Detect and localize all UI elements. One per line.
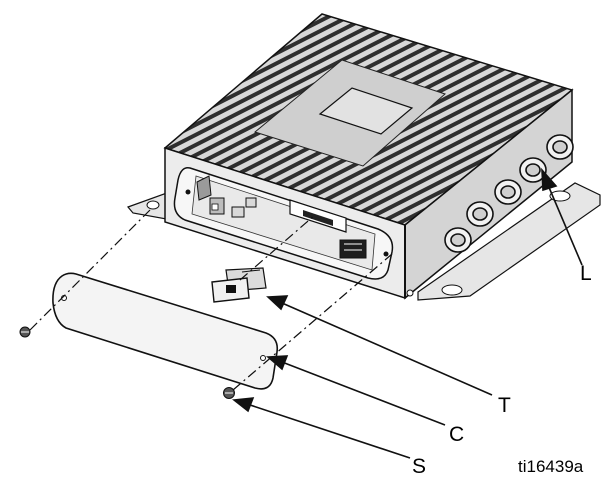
leader-lines (231, 167, 583, 459)
mounting-flange-right (417, 182, 601, 301)
access-cover (52, 272, 279, 390)
connector-ports (444, 134, 574, 253)
assembly-lines (29, 209, 393, 391)
connector-block (339, 239, 367, 259)
screw-right (223, 387, 235, 399)
software-token (211, 267, 267, 303)
callout-c: C (449, 423, 464, 446)
figure-id: ti16439a (518, 457, 584, 476)
callout-l: L (580, 262, 592, 285)
label-recess (318, 87, 414, 135)
callout-s: S (412, 455, 426, 478)
callout-t: T (498, 394, 511, 417)
screw-left (19, 326, 31, 338)
